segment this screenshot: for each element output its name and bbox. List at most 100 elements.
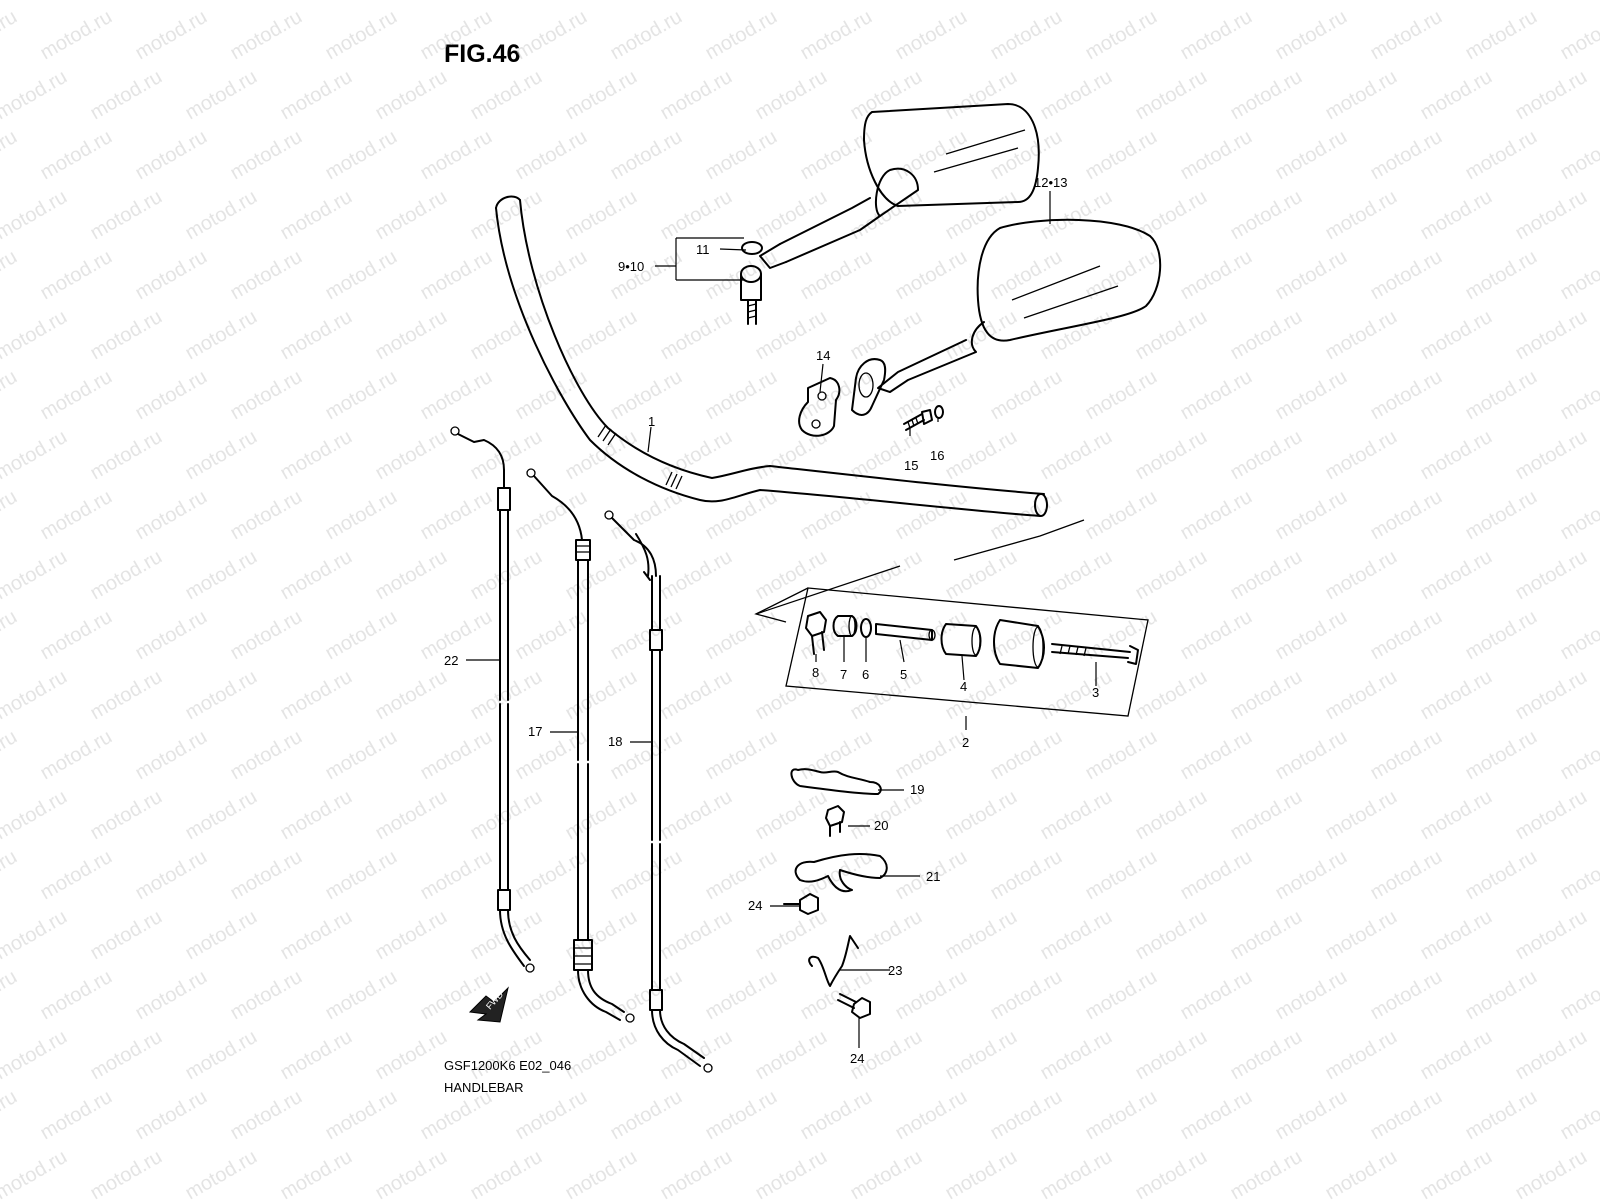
watermark-text: motod.ru	[1367, 6, 1446, 65]
watermark-text: motod.ru	[1367, 606, 1446, 665]
watermark-text: motod.ru	[1417, 306, 1496, 365]
watermark-text: motod.ru	[372, 1026, 451, 1085]
watermark-text: motod.ru	[0, 1026, 71, 1085]
watermark-text: motod.ru	[1557, 966, 1600, 1025]
watermark-text: motod.ru	[1557, 6, 1600, 65]
watermark-text: motod.ru	[1272, 966, 1351, 1025]
watermark-text: motod.ru	[1512, 186, 1591, 245]
watermark-text: motod.ru	[277, 426, 356, 485]
watermark-text: motod.ru	[322, 486, 401, 545]
balancer-weight-4	[940, 623, 982, 657]
watermark-text: motod.ru	[1227, 186, 1306, 245]
watermark-text: motod.ru	[607, 486, 686, 545]
watermark-text: motod.ru	[1272, 126, 1351, 185]
watermark-text: motod.ru	[277, 906, 356, 965]
watermark-text: motod.ru	[1322, 546, 1401, 605]
watermark-text: motod.ru	[277, 546, 356, 605]
watermark-text: motod.ru	[1227, 546, 1306, 605]
watermark-text: motod.ru	[562, 426, 641, 485]
watermark-text: motod.ru	[1417, 906, 1496, 965]
watermark-text: motod.ru	[702, 966, 781, 1025]
watermark-text: motod.ru	[942, 186, 1021, 245]
callout-3: 3	[1092, 685, 1099, 700]
watermark-text: motod.ru	[182, 906, 261, 965]
handlebar	[495, 195, 1048, 517]
watermark-text: motod.ru	[1082, 126, 1161, 185]
watermark-text: motod.ru	[1322, 786, 1401, 845]
watermark-text: motod.ru	[227, 846, 306, 905]
watermark-text: motod.ru	[1132, 666, 1211, 725]
watermark-text: motod.ru	[942, 786, 1021, 845]
watermark-text: motod.ru	[322, 366, 401, 425]
watermark-text: motod.ru	[227, 126, 306, 185]
watermark-text: motod.ru	[372, 786, 451, 845]
watermark-text: motod.ru	[1462, 486, 1541, 545]
balancer-washer-6	[860, 618, 872, 638]
watermark-text: motod.ru	[1367, 966, 1446, 1025]
watermark-text: motod.ru	[1322, 1026, 1401, 1085]
watermark-text: motod.ru	[1272, 606, 1351, 665]
watermark-text: motod.ru	[1462, 126, 1541, 185]
watermark-text: motod.ru	[987, 726, 1066, 785]
watermark-text: motod.ru	[1132, 1146, 1211, 1200]
watermark-text: motod.ru	[1037, 426, 1116, 485]
watermark-text: motod.ru	[0, 906, 71, 965]
watermark-text: motod.ru	[987, 966, 1066, 1025]
watermark-text: motod.ru	[607, 126, 686, 185]
watermark-text: motod.ru	[0, 0, 71, 4]
watermark-text: motod.ru	[1322, 306, 1401, 365]
watermark-text: motod.ru	[182, 666, 261, 725]
watermark-text: motod.ru	[1132, 906, 1211, 965]
watermark-text: motod.ru	[1177, 366, 1256, 425]
watermark-text: motod.ru	[752, 546, 831, 605]
watermark-text: motod.ru	[0, 486, 21, 545]
watermark-text: motod.ru	[1227, 1026, 1306, 1085]
watermark-text: motod.ru	[467, 906, 546, 965]
balancer-spacer-7	[832, 615, 858, 637]
watermark-text: motod.ru	[1367, 126, 1446, 185]
watermark-text: motod.ru	[1132, 546, 1211, 605]
watermark-text: motod.ru	[1462, 6, 1541, 65]
watermark-text: motod.ru	[1557, 366, 1600, 425]
watermark-text: motod.ru	[752, 186, 831, 245]
watermark-text: motod.ru	[0, 366, 21, 425]
watermark-text: motod.ru	[1462, 726, 1541, 785]
watermark-text: motod.ru	[37, 486, 116, 545]
watermark-text: motod.ru	[1462, 366, 1541, 425]
callout-20: 20	[874, 818, 888, 833]
watermark-text: motod.ru	[322, 846, 401, 905]
watermark-text: motod.ru	[942, 666, 1021, 725]
watermark-text: motod.ru	[1462, 846, 1541, 905]
watermark-text: motod.ru	[372, 186, 451, 245]
callout-14: 14	[816, 348, 830, 363]
cable-17	[526, 468, 635, 1023]
watermark-text: motod.ru	[702, 726, 781, 785]
watermark-text: motod.ru	[1512, 426, 1591, 485]
watermark-text: motod.ru	[1082, 246, 1161, 305]
watermark-text: motod.ru	[87, 186, 166, 245]
watermark-text: motod.ru	[892, 6, 971, 65]
watermark-text: motod.ru	[1177, 6, 1256, 65]
watermark-text: motod.ru	[702, 6, 781, 65]
watermark-text: motod.ru	[1462, 1086, 1541, 1145]
watermark-text: motod.ru	[1512, 546, 1591, 605]
watermark-text: motod.ru	[1272, 6, 1351, 65]
watermark-text: motod.ru	[1132, 186, 1211, 245]
watermark-text: motod.ru	[657, 1026, 736, 1085]
watermark-text: motod.ru	[942, 66, 1021, 125]
watermark-text: motod.ru	[1082, 966, 1161, 1025]
watermark-text: motod.ru	[1417, 66, 1496, 125]
watermark-text: motod.ru	[322, 1086, 401, 1145]
watermark-text: motod.ru	[1037, 906, 1116, 965]
balancer-panel	[754, 519, 1149, 717]
watermark-text: motod.ru	[1367, 366, 1446, 425]
watermark-text: motod.ru	[417, 6, 496, 65]
watermark-text: motod.ru	[607, 846, 686, 905]
watermark-text: motod.ru	[987, 6, 1066, 65]
watermark-text: motod.ru	[0, 1086, 21, 1145]
watermark-text: motod.ru	[37, 6, 116, 65]
watermark-text: motod.ru	[562, 546, 641, 605]
watermark-text: motod.ru	[562, 1146, 641, 1200]
watermark-text: motod.ru	[562, 66, 641, 125]
